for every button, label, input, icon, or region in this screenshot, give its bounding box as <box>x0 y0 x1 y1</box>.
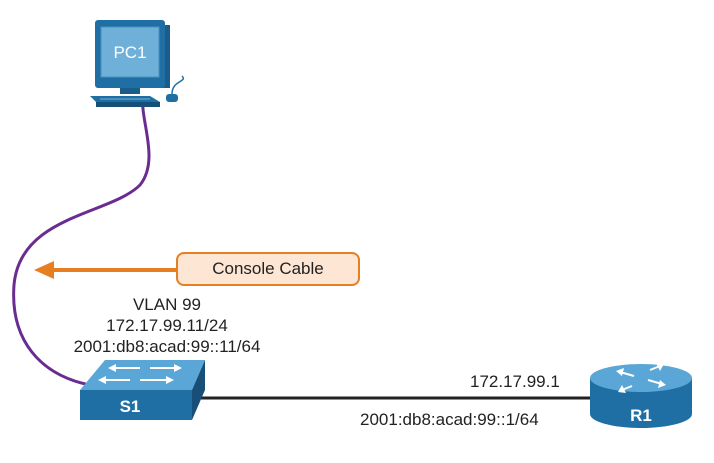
router-ipv4: 172.17.99.1 <box>470 372 560 391</box>
switch-ipv4: 172.17.99.11/24 <box>106 316 228 335</box>
switch-label: S1 <box>120 397 141 416</box>
console-cable <box>12 97 151 387</box>
callout-text: Console Cable <box>212 259 324 278</box>
switch-vlan: VLAN 99 <box>132 295 202 314</box>
switch-info: VLAN 99 172.17.99.11/24 2001:db8:acad:99… <box>52 294 282 357</box>
pc-label: PC1 <box>113 43 146 62</box>
console-cable-callout: Console Cable <box>176 252 360 286</box>
pc-icon[interactable] <box>90 20 185 107</box>
switch-icon[interactable] <box>80 360 205 420</box>
router-ipv6: 2001:db8:acad:99::1/64 <box>360 410 539 429</box>
callout-arrow <box>34 261 178 279</box>
router-icon[interactable] <box>590 363 692 428</box>
router-label: R1 <box>630 406 652 425</box>
switch-ipv6: 2001:db8:acad:99::11/64 <box>73 337 261 356</box>
